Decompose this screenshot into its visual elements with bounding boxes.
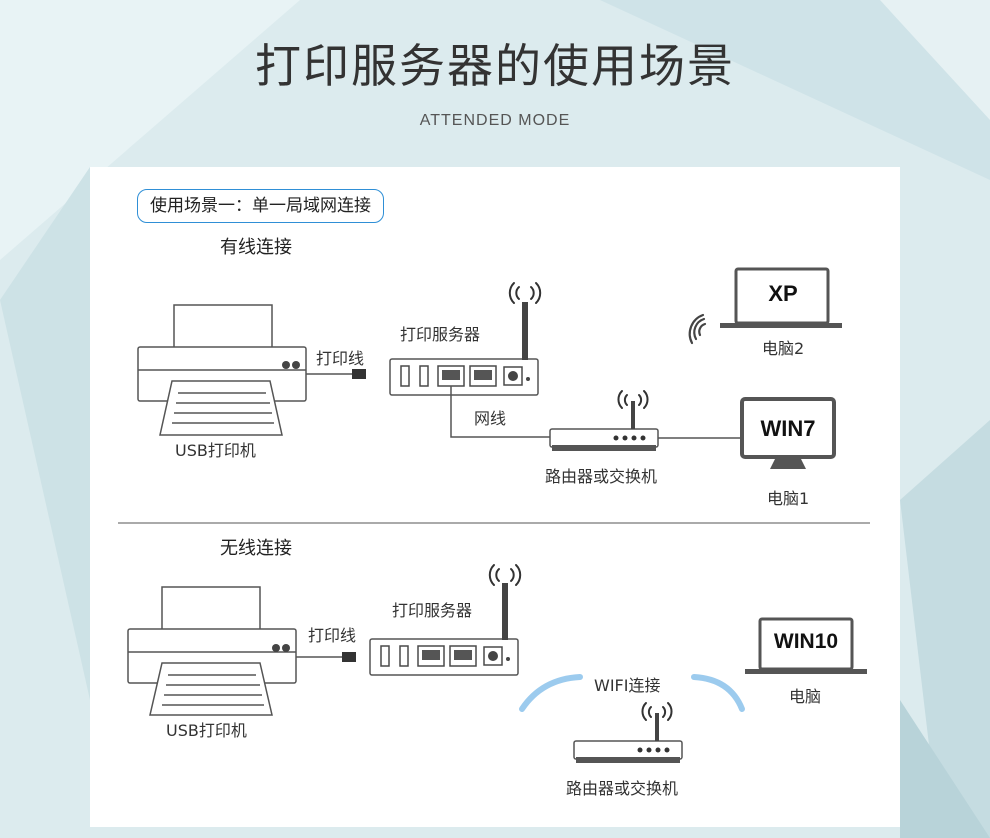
diagram-panel: 使用场景一：单一局域网连接 有线连接 — [90, 167, 900, 827]
pc2-screen-text: XP — [768, 281, 798, 306]
page-subtitle: ATTENDED MODE — [419, 112, 571, 129]
scene-one-badge: 使用场景一：单一局域网连接 — [137, 189, 384, 223]
wifi-arc-left — [519, 674, 583, 712]
pc2-label: 电脑2 — [762, 339, 805, 358]
wifi-signal-icon — [688, 313, 707, 345]
page-title: 打印服务器的使用场景 — [255, 39, 735, 93]
pc-label: 电脑 — [789, 687, 822, 706]
scene-one-artwork — [118, 267, 870, 763]
print-server-label: 打印服务器 — [392, 601, 473, 620]
network-cable-line — [450, 386, 550, 438]
printer-label: USB打印机 — [175, 441, 256, 460]
network-cable-label: 网线 — [474, 409, 507, 428]
router-icon — [549, 401, 659, 451]
print-server-label: 打印服务器 — [400, 325, 481, 344]
print-server-icon — [369, 583, 519, 676]
antenna-signal-icon — [641, 702, 673, 721]
wireless-heading: 无线连接 — [220, 538, 292, 559]
antenna-signal-icon — [617, 390, 649, 409]
wired-heading: 有线连接 — [220, 237, 292, 258]
usb-plug-icon — [352, 369, 366, 379]
print-server-icon — [389, 302, 539, 396]
cable-label: 打印线 — [316, 349, 365, 368]
laptop-icon — [745, 617, 867, 674]
antenna-signal-icon — [508, 282, 542, 304]
pc1-screen-text: WIN7 — [760, 416, 816, 441]
router-icon — [573, 713, 683, 763]
cable-label: 打印线 — [308, 626, 357, 645]
usb-plug-icon — [342, 652, 356, 662]
antenna-signal-icon — [488, 564, 522, 586]
wifi-label: WIFI连接 — [594, 676, 661, 695]
desktop-monitor-icon — [740, 397, 836, 469]
usb-printer-icon — [137, 304, 307, 436]
pc1-label: 电脑1 — [767, 489, 810, 508]
laptop-icon — [720, 267, 842, 328]
wifi-arc-right — [691, 674, 745, 712]
usb-printer-icon — [127, 586, 297, 716]
router-label: 路由器或交换机 — [566, 779, 679, 798]
pc-screen-text: WIN10 — [773, 630, 839, 653]
router-label: 路由器或交换机 — [545, 467, 658, 486]
printer-label: USB打印机 — [166, 721, 247, 740]
